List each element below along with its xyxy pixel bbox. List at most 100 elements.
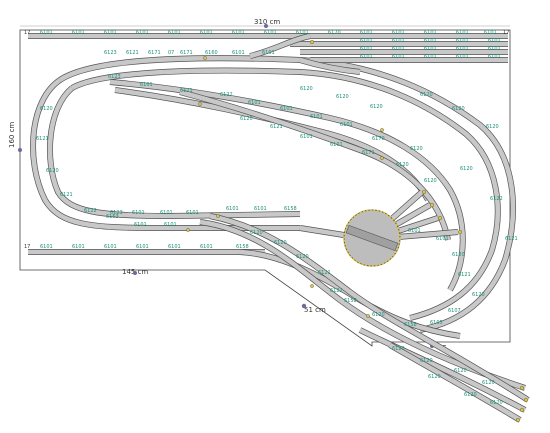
svg-text:6101: 6101 xyxy=(392,46,405,52)
bottom-left-marker-dot xyxy=(133,271,137,275)
svg-text:6107: 6107 xyxy=(448,308,461,314)
svg-text:6120: 6120 xyxy=(336,94,349,100)
svg-text:6120: 6120 xyxy=(452,106,465,112)
svg-text:6121: 6121 xyxy=(458,272,471,278)
svg-text:6171: 6171 xyxy=(148,50,161,56)
svg-text:6123: 6123 xyxy=(110,210,123,216)
svg-text:6101: 6101 xyxy=(164,222,177,228)
svg-text:6101: 6101 xyxy=(186,210,199,216)
svg-text:6158: 6158 xyxy=(236,244,249,250)
svg-text:17: 17 xyxy=(503,30,509,36)
svg-text:6120: 6120 xyxy=(472,292,485,298)
turntable[interactable] xyxy=(343,209,401,267)
svg-text:6101: 6101 xyxy=(72,244,85,250)
svg-text:6101: 6101 xyxy=(488,46,501,52)
svg-text:6158: 6158 xyxy=(404,322,417,328)
svg-text:6120: 6120 xyxy=(428,374,441,380)
svg-text:6101: 6101 xyxy=(424,46,437,52)
svg-text:6101: 6101 xyxy=(392,38,405,44)
svg-text:6170: 6170 xyxy=(372,136,385,142)
svg-text:6101: 6101 xyxy=(136,244,149,250)
svg-text:6120: 6120 xyxy=(300,86,313,92)
svg-text:6101: 6101 xyxy=(264,30,277,36)
turntable-bridge xyxy=(345,224,399,252)
svg-text:6101: 6101 xyxy=(392,54,405,60)
svg-text:6101: 6101 xyxy=(104,30,117,36)
svg-text:6120: 6120 xyxy=(372,312,385,318)
svg-text:6101: 6101 xyxy=(160,210,173,216)
svg-text:6101: 6101 xyxy=(40,244,53,250)
svg-text:6101: 6101 xyxy=(360,38,373,44)
svg-text:6101: 6101 xyxy=(436,236,449,242)
diagonal-marker-dot xyxy=(301,303,307,309)
track-exit-ladder xyxy=(199,213,530,423)
svg-text:6122: 6122 xyxy=(220,92,233,98)
svg-text:6171: 6171 xyxy=(362,150,375,156)
svg-text:6120: 6120 xyxy=(370,104,383,110)
svg-text:6160: 6160 xyxy=(205,50,218,56)
width-dimension-label: 310 cm xyxy=(254,18,280,26)
svg-text:6101: 6101 xyxy=(296,30,309,36)
svg-text:6101: 6101 xyxy=(262,50,275,56)
turntable-spokes xyxy=(299,189,459,240)
svg-text:6120: 6120 xyxy=(460,166,473,172)
board-outline xyxy=(19,29,511,347)
svg-text:6101: 6101 xyxy=(72,30,85,36)
svg-text:6101: 6101 xyxy=(232,30,245,36)
svg-text:6101: 6101 xyxy=(254,206,267,212)
svg-text:6101: 6101 xyxy=(226,206,239,212)
svg-text:6120: 6120 xyxy=(240,116,253,122)
svg-text:6101: 6101 xyxy=(300,134,313,140)
svg-text:6101: 6101 xyxy=(340,122,353,128)
svg-text:6101: 6101 xyxy=(456,46,469,52)
svg-text:6121: 6121 xyxy=(505,236,518,242)
svg-text:17: 17 xyxy=(24,30,30,36)
svg-text:6101: 6101 xyxy=(136,30,149,36)
svg-text:6101: 6101 xyxy=(456,54,469,60)
svg-text:6101: 6101 xyxy=(360,54,373,60)
svg-text:6101: 6101 xyxy=(310,114,323,120)
svg-text:17: 17 xyxy=(24,244,30,250)
svg-text:6120: 6120 xyxy=(464,392,477,398)
height-marker-dot xyxy=(18,148,22,152)
svg-text:6121: 6121 xyxy=(36,136,49,142)
svg-text:6101: 6101 xyxy=(134,222,147,228)
svg-text:6121: 6121 xyxy=(270,124,283,130)
svg-text:6120: 6120 xyxy=(410,146,423,152)
svg-text:6101: 6101 xyxy=(40,30,53,36)
svg-text:6120: 6120 xyxy=(482,380,495,386)
svg-text:6122: 6122 xyxy=(330,288,343,294)
svg-text:6120: 6120 xyxy=(486,124,499,130)
svg-text:6101: 6101 xyxy=(484,30,497,36)
svg-text:6120: 6120 xyxy=(40,106,53,112)
svg-text:6101: 6101 xyxy=(408,228,421,234)
svg-text:6120: 6120 xyxy=(454,368,467,374)
svg-text:6120: 6120 xyxy=(296,254,309,260)
svg-text:6121: 6121 xyxy=(180,88,193,94)
svg-text:07: 07 xyxy=(168,50,174,56)
switch-markers xyxy=(186,40,529,423)
svg-text:6121: 6121 xyxy=(126,50,139,56)
height-dimension-label: 160 cm xyxy=(8,122,16,148)
svg-text:6120: 6120 xyxy=(452,252,465,258)
svg-text:6120: 6120 xyxy=(396,162,409,168)
svg-text:6101: 6101 xyxy=(360,46,373,52)
svg-text:6121: 6121 xyxy=(60,192,73,198)
track-outer-loop xyxy=(30,55,516,333)
svg-text:6170: 6170 xyxy=(328,30,341,36)
svg-text:6101: 6101 xyxy=(488,54,501,60)
svg-text:6101: 6101 xyxy=(104,244,117,250)
svg-text:6153: 6153 xyxy=(106,214,119,220)
svg-text:6101: 6101 xyxy=(200,244,213,250)
svg-text:6101: 6101 xyxy=(168,30,181,36)
turntable-ring xyxy=(343,209,401,267)
svg-text:6120: 6120 xyxy=(420,92,433,98)
svg-text:6101: 6101 xyxy=(330,142,343,148)
svg-text:6105: 6105 xyxy=(430,320,443,326)
svg-text:6101: 6101 xyxy=(392,30,405,36)
svg-text:6101: 6101 xyxy=(488,38,501,44)
svg-text:6101: 6101 xyxy=(456,38,469,44)
svg-text:6123: 6123 xyxy=(104,50,117,56)
svg-text:6101: 6101 xyxy=(132,210,145,216)
